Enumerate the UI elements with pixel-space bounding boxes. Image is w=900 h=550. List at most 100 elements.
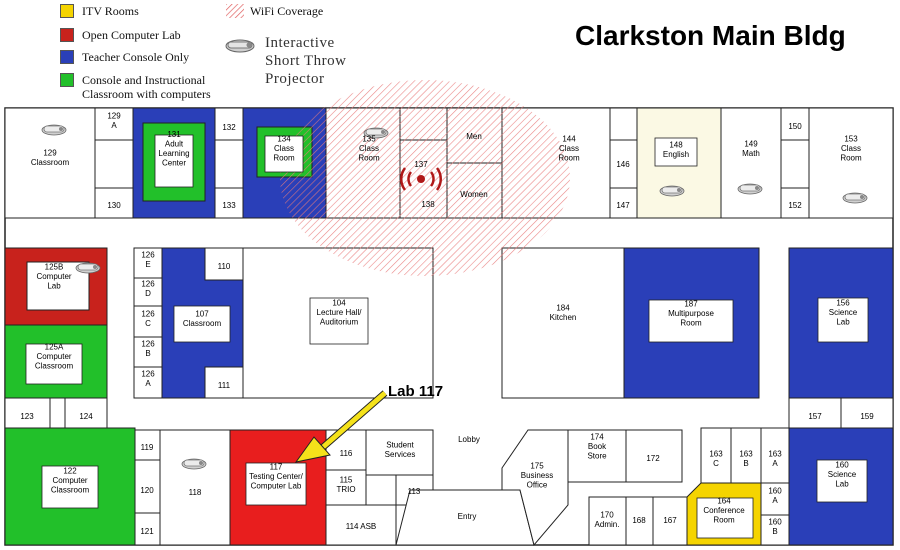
room-172 [625,429,683,483]
label-box-187 [648,299,734,343]
building-outline [4,107,894,546]
room-147 [609,187,638,219]
room-student-services [365,429,434,476]
room-174 [567,429,627,483]
room-label-r132: 132132 [222,123,236,132]
room-117 [229,429,327,546]
room-133 [214,187,244,219]
room-110 [204,247,244,281]
label-box-131 [154,134,194,188]
room-120 [134,459,161,514]
legend-label-itv: ITV Rooms [82,4,139,18]
room-132-lower [214,139,244,189]
label-box-125a [25,343,83,385]
room-137 [399,139,448,219]
room-label-lobby: LobbyLobby [458,435,480,444]
room-107 [161,247,244,399]
room-163c [700,427,732,484]
room-label-r124: 124124 [79,412,93,421]
room-label-r121: 121121 [140,527,154,536]
room-104 [242,247,434,399]
room-134-outer [242,107,327,219]
label-box-117 [245,462,307,506]
room-151 [780,139,810,189]
room-label-r111: 111111 [218,381,231,390]
room-160 [788,427,894,546]
room-label-r114: 114 ASB114 ASB [346,522,377,531]
projector-icon [41,124,67,136]
legend-swatch-open-lab [60,28,74,42]
room-163a [760,427,790,484]
room-118 [159,429,231,546]
room-label-r137: 137137 [414,160,428,169]
room-label-r110: 110110 [218,262,231,271]
label-box-122 [41,465,99,509]
label-box-104 [309,297,369,345]
room-label-r123: 123123 [20,412,34,421]
room-168 [625,496,654,546]
room-146-upper [609,107,638,141]
room-label-r150: 150150 [788,122,802,131]
projector-icon [75,262,101,274]
projector-icon [181,458,207,470]
room-187 [623,247,760,399]
callout-arrow-icon [294,390,388,463]
room-153 [808,107,894,219]
room-label-r133: 133133 [222,201,236,210]
room-label-r147: 147147 [616,201,630,210]
room-label-r157: 157157 [808,412,822,421]
room-126-strip [133,247,163,399]
projector-icon [842,192,868,204]
room-144 [501,107,611,219]
room-146 [609,139,638,189]
room-152 [780,187,810,219]
room-125b-outer [4,247,108,326]
projector-legend-label: Interactive Short Throw Projector [265,35,347,87]
room-157 [788,397,842,429]
room-label-r159: 159159 [860,412,874,421]
legend-wifi: WiFi Coverage [226,4,323,18]
room-131-outer [132,107,216,219]
room-184 [501,247,625,399]
room-men [446,107,503,164]
room-129 [4,107,96,219]
entry-area [395,489,535,546]
room-label-men: MenMen [466,132,482,141]
room-175 [501,429,569,547]
legend-label-console-instructional: Console and Instructional Classroom with… [82,73,211,101]
room-160b [760,514,790,546]
room-125b-inner [26,261,90,311]
legend-label-open-lab: Open Computer Lab [82,28,181,42]
label-box-156 [817,297,869,343]
room-113 [395,474,434,506]
label-box-134 [264,135,304,173]
legend-teacher-console: Teacher Console Only [60,50,189,64]
lab-117-callout: Lab 117 [388,383,444,400]
room-115 [325,469,367,506]
room-159 [840,397,894,429]
projector-legend-icon [225,39,255,53]
